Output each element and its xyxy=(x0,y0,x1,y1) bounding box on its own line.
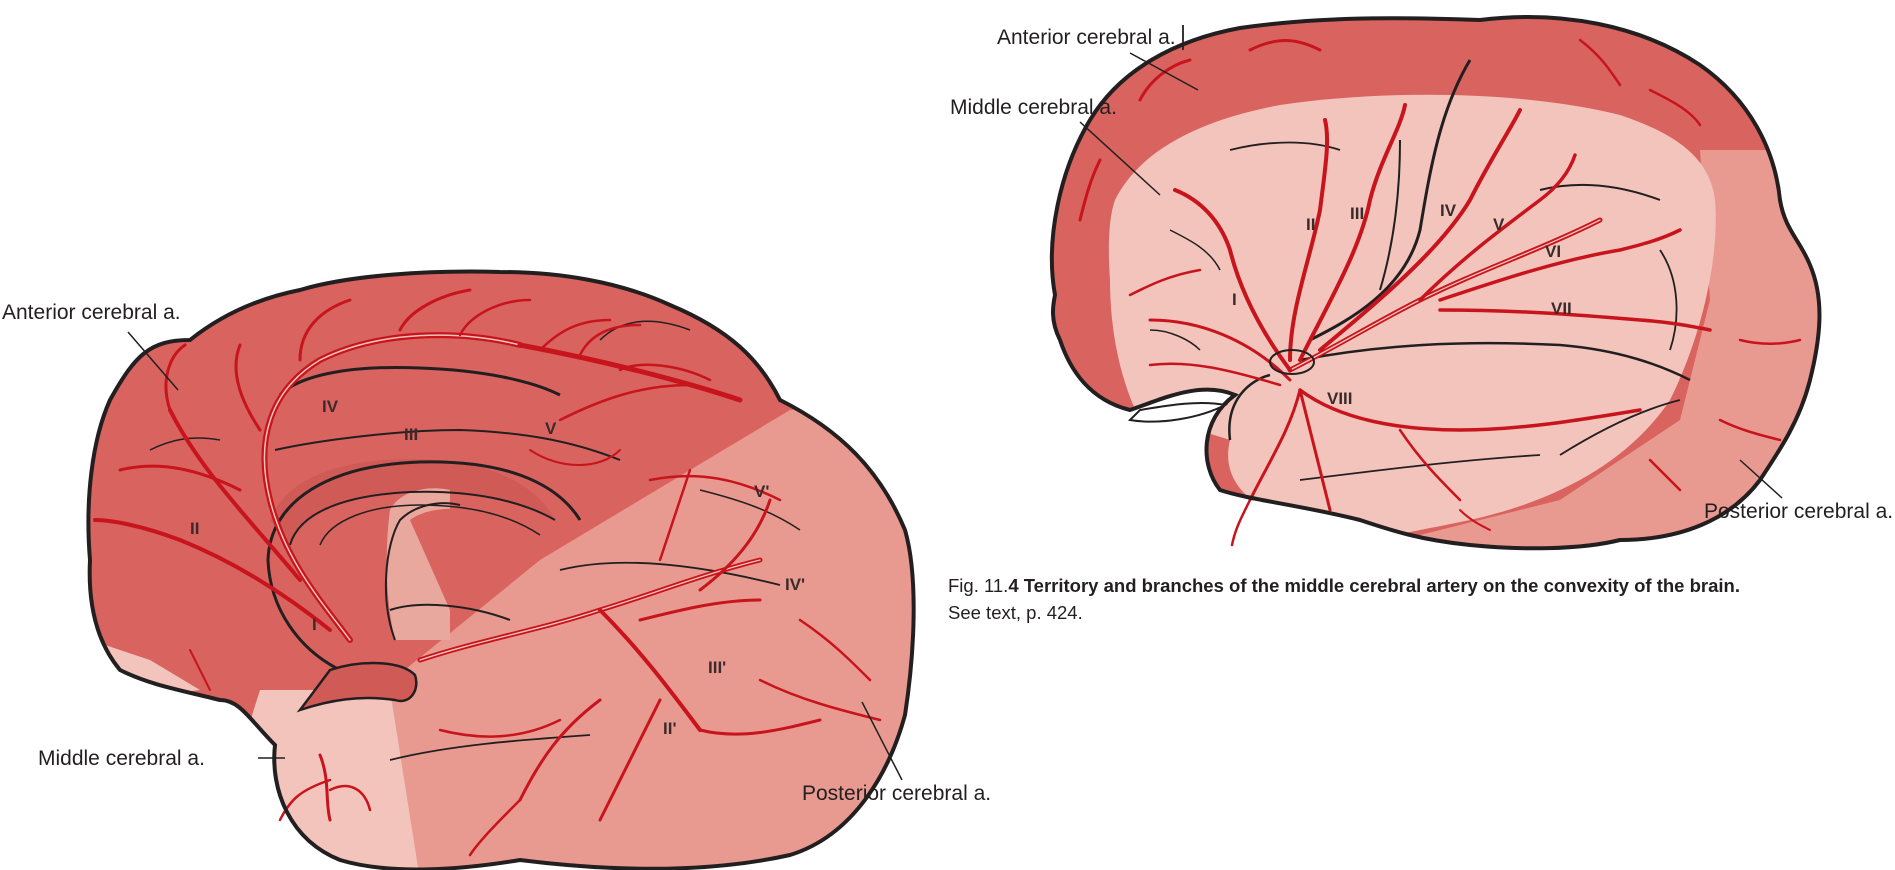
branch-label-v-prime: V' xyxy=(754,482,769,501)
right-middle-label: Middle cerebral a. xyxy=(950,96,1117,119)
branch-label-iv-prime: IV' xyxy=(785,575,805,594)
lateral-branch-vi: VI xyxy=(1545,242,1561,261)
caption-bold-text: 4 Territory and branches of the middle c… xyxy=(1008,575,1740,596)
figure-caption: Fig. 11.4 Territory and branches of the … xyxy=(948,572,1893,626)
branch-label-iii-prime: III' xyxy=(708,658,726,677)
lateral-branch-vii: VII xyxy=(1551,299,1572,318)
branch-label-ii-prime: II' xyxy=(663,719,677,738)
left-anterior-label: Anterior cerebral a. xyxy=(2,301,181,324)
lateral-branch-iv: IV xyxy=(1440,201,1457,220)
caption-line-2: See text, p. 424. xyxy=(948,599,1893,626)
left-middle-label: Middle cerebral a. xyxy=(38,747,205,770)
lateral-branch-viii: VIII xyxy=(1327,389,1353,408)
medial-brain-view: IV III V II I V' IV' III' II' Anterior c… xyxy=(0,250,991,870)
right-anterior-label: Anterior cerebral a. xyxy=(997,26,1176,49)
caption-line-1: Fig. 11.4 Territory and branches of the … xyxy=(948,572,1893,599)
lateral-branch-iii: III xyxy=(1350,204,1364,223)
branch-label-i: I xyxy=(312,615,317,634)
branch-label-iii: III xyxy=(404,425,418,444)
lateral-brain-view: I II III IV V VI VII VIII Anterior cereb… xyxy=(950,0,1895,600)
lateral-branch-v: V xyxy=(1493,215,1505,234)
branch-label-ii: II xyxy=(190,519,199,538)
caption-prefix: Fig. 11. xyxy=(948,575,1008,596)
branch-label-v: V xyxy=(545,419,557,438)
left-posterior-label: Posterior cerebral a. xyxy=(802,782,991,805)
lateral-branch-i: I xyxy=(1232,290,1237,309)
branch-label-iv: IV xyxy=(322,397,339,416)
right-posterior-label: Posterior cerebral a. xyxy=(1704,500,1893,523)
lateral-branch-ii: II xyxy=(1306,215,1315,234)
